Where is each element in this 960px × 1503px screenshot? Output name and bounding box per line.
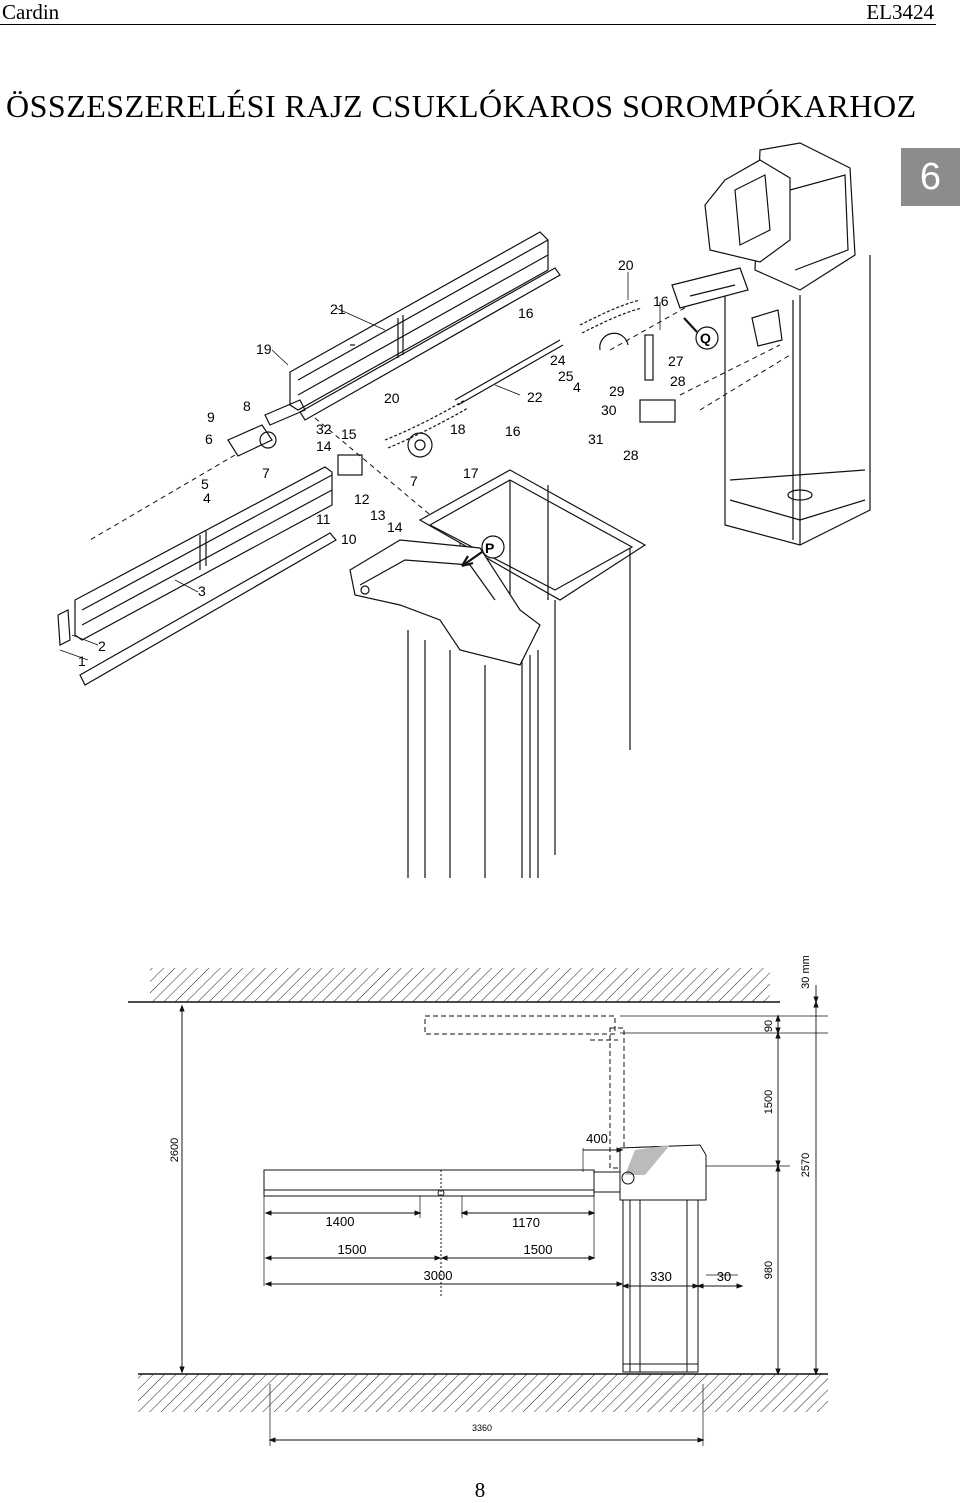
part-label: 16: [518, 305, 534, 321]
part-label: 19: [256, 341, 272, 357]
part-label: 25: [558, 368, 574, 384]
part-label: 14: [387, 519, 403, 535]
horizontal-arm: [263, 1169, 595, 1296]
drive-shaft-and-chains: [384, 299, 676, 458]
part-label: 28: [670, 373, 686, 389]
header-rule: [0, 24, 936, 25]
part-label: 1: [78, 653, 86, 669]
dimension-values: 2600 1400 1170 1500 1500 3000 330 30 400…: [169, 955, 812, 1433]
part-label: 30: [601, 402, 617, 418]
barrier-housing: [704, 142, 871, 546]
header-brand: Cardin: [2, 0, 60, 24]
dim-offset: 400: [586, 1131, 608, 1146]
part-label: 4: [573, 379, 581, 395]
part-label: 32: [316, 421, 332, 437]
barrier-body: [589, 1144, 707, 1373]
dim-housing-width: 330: [650, 1269, 672, 1284]
dim-total-length: 3000: [424, 1268, 453, 1283]
part-label: 7: [262, 465, 270, 481]
dim-segment-right: 1170: [512, 1215, 540, 1230]
dim-housing-margin: 30: [717, 1269, 731, 1284]
part-label: 13: [370, 507, 386, 523]
dim-half-right: 1500: [524, 1242, 553, 1257]
lower-arm-profile: [57, 466, 337, 686]
part-label: 2: [98, 638, 106, 654]
dim-floor-length: 3360: [472, 1423, 492, 1433]
part-label: 4: [203, 490, 211, 506]
part-label: 9: [207, 409, 215, 425]
part-label: 20: [384, 390, 400, 406]
callout-label-p: P: [485, 540, 494, 556]
part-label: 27: [668, 353, 684, 369]
raised-arm: [424, 1015, 625, 1169]
part-label: 8: [243, 398, 251, 414]
dim-post-height: 980: [763, 1261, 775, 1279]
ceiling: [128, 968, 780, 1003]
part-label: 11: [316, 511, 331, 527]
part-label: 24: [550, 352, 566, 368]
part-label: 17: [463, 465, 479, 481]
dim-upper-arm: 1500: [763, 1090, 775, 1114]
part-label: 5: [201, 476, 209, 492]
part-label: 3: [198, 583, 206, 599]
support-post: [349, 469, 647, 878]
part-label: 12: [354, 491, 370, 507]
dim-top-gap: 90: [763, 1020, 775, 1032]
part-label: 16: [653, 293, 669, 309]
dimension-lines: [179, 985, 819, 1443]
part-label: 18: [450, 421, 466, 437]
callout-label-q: Q: [700, 330, 711, 346]
page-number: 8: [474, 1478, 486, 1502]
part-label: 28: [623, 447, 639, 463]
part-label: 15: [341, 426, 357, 442]
dim-total-height: 2600: [169, 1138, 181, 1162]
dim-ceiling-clearance: 30 mm: [800, 955, 812, 989]
part-label: 14: [316, 438, 332, 454]
upper-arm-profile: [289, 231, 561, 421]
leader-lines: [59, 272, 661, 661]
page-title: ÖSSZESZERELÉSI RAJZ CSUKLÓKAROS SOROMPÓK…: [6, 88, 917, 124]
floor: [138, 1373, 828, 1412]
part-label: 31: [588, 431, 604, 447]
part-label: 29: [609, 383, 625, 399]
callout-markers: [461, 317, 719, 568]
part-label: 6: [205, 431, 213, 447]
part-numbers: 1 2 3 4 4 5 6 7 7 8 9 10 11 12 13 14 14 …: [78, 257, 711, 669]
hinge-parts: [227, 344, 363, 476]
chapter-tab: 6: [901, 148, 960, 206]
part-label: 22: [527, 389, 543, 405]
dim-segment-left: 1400: [326, 1214, 355, 1229]
header-doc-code: EL3424: [866, 0, 934, 24]
part-label: 21: [330, 301, 346, 317]
part-label: 7: [410, 473, 418, 489]
arm-connector: [671, 267, 783, 347]
part-label: 10: [341, 531, 357, 547]
dim-overall-height: 2570: [800, 1153, 812, 1177]
dim-half-left: 1500: [338, 1242, 367, 1257]
exploded-view-drawing: 1 2 3 4 4 5 6 7 7 8 9 10 11 12 13 14 14 …: [57, 142, 871, 878]
part-label: 20: [618, 257, 634, 273]
part-label: 16: [505, 423, 521, 439]
